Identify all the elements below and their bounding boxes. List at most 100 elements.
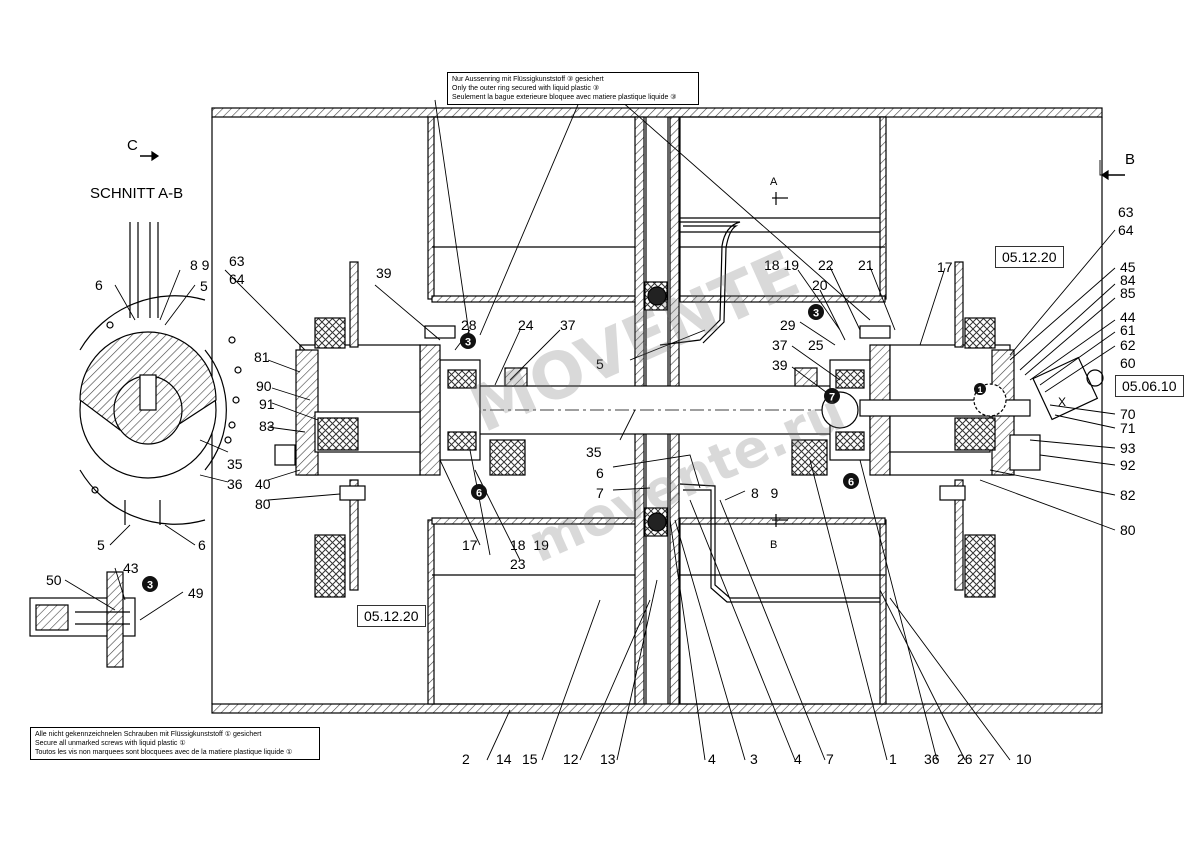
- note-screws: Alle nicht gekennzeichnelen Schrauben mi…: [30, 727, 320, 760]
- part-label: 1: [889, 751, 897, 767]
- marker-seven-right: 7: [824, 388, 840, 404]
- part-label: 7: [826, 751, 834, 767]
- left-flange: [299, 344, 421, 476]
- part-label: 4: [708, 751, 716, 767]
- frame-bottom-bar: [211, 703, 1103, 714]
- part-label: 40: [255, 476, 271, 492]
- note-line-en: Secure all unmarked screws with liquid p…: [35, 740, 186, 747]
- part-label: 25: [808, 337, 824, 353]
- left-wheel-lower: [314, 534, 346, 598]
- part-label: 24: [518, 317, 534, 333]
- part-label: 35: [586, 444, 602, 460]
- part-label: 45: [1120, 259, 1136, 275]
- part-label: 70: [1120, 406, 1136, 422]
- part-label: 7: [596, 485, 604, 501]
- part-label: 60: [1120, 355, 1136, 371]
- part-label: 18 19: [510, 537, 549, 553]
- part-label: 36: [227, 476, 243, 492]
- part-label: 14: [496, 751, 512, 767]
- marker-text: 3: [465, 337, 471, 349]
- part-label: 80: [1120, 522, 1136, 538]
- marker-three-upper-left: 3: [460, 333, 476, 349]
- part-label: 80: [255, 496, 271, 512]
- left-wheel-upper: [314, 317, 346, 349]
- view-c-label: C: [127, 137, 138, 154]
- part-label: 62: [1120, 337, 1136, 353]
- part-label: 39: [772, 357, 788, 373]
- marker-three-upper-right: 3: [808, 304, 824, 320]
- part-label: 82: [1120, 487, 1136, 503]
- marker-six-right: 6: [843, 473, 859, 489]
- part-label: 29: [780, 317, 796, 333]
- part-label: 23: [510, 556, 526, 572]
- note-line-de: Nur Aussenring mit Flüssigkunststoff ③ g…: [452, 76, 604, 83]
- marker-text: 6: [476, 488, 482, 500]
- part-label: 61: [1120, 322, 1136, 338]
- section-a-b-view: [79, 222, 242, 525]
- date-box-left: 05.12.20: [357, 605, 426, 627]
- marker-text: 1: [977, 385, 982, 395]
- part-label: 2: [462, 751, 470, 767]
- part-label: 63 64: [229, 253, 245, 287]
- marker-three-detail: 3: [142, 576, 158, 592]
- part-label: 15: [522, 751, 538, 767]
- part-label: 44: [1120, 309, 1136, 325]
- part-label: 71: [1120, 420, 1136, 436]
- part-label: 39: [376, 265, 392, 281]
- part-label: 91: [259, 396, 275, 412]
- part-label: 8 9: [190, 257, 210, 273]
- frame-top-bar: [211, 107, 1103, 118]
- right-wheel-upper: [964, 317, 996, 349]
- part-label: 6: [95, 277, 103, 293]
- part-label: 81: [254, 349, 270, 365]
- part-label: 4: [794, 751, 802, 767]
- part-label: 22: [818, 257, 834, 273]
- part-label: 3: [750, 751, 758, 767]
- part-label: 28: [461, 317, 477, 333]
- part-label: 8 9: [751, 485, 779, 501]
- cut-b-label: B: [770, 539, 778, 551]
- part-label: 83: [259, 418, 275, 434]
- part-label: 85: [1120, 285, 1136, 301]
- part-label: 27: [979, 751, 995, 767]
- part-label: 50: [46, 572, 62, 588]
- part-label: 37: [560, 317, 576, 333]
- section-title: SCHNITT A-B: [90, 185, 184, 202]
- note-line-en: Only the outer ring secured with liquid …: [452, 85, 600, 92]
- part-label: 5: [97, 537, 105, 553]
- part-label: 10: [1016, 751, 1032, 767]
- note-outer-ring: Nur Aussenring mit Flüssigkunststoff ③ g…: [447, 72, 699, 105]
- note-line-fr: Seulement la bague exterieure bloquee av…: [452, 94, 677, 101]
- part-label: 36: [924, 751, 940, 767]
- part-label: 6: [596, 465, 604, 481]
- view-b-label: B: [1125, 151, 1136, 168]
- part-label: 35: [227, 456, 243, 472]
- part-label: 17: [462, 537, 478, 553]
- part-label: 84: [1120, 272, 1136, 288]
- part-label: 20: [812, 277, 828, 293]
- part-label: 93: [1120, 440, 1136, 456]
- part-label: 37: [772, 337, 788, 353]
- part-label: 5: [596, 356, 604, 372]
- part-label: 17: [937, 259, 953, 275]
- part-label: 49: [188, 585, 204, 601]
- part-label: 43: [123, 560, 139, 576]
- part-label: 18 19: [764, 257, 800, 273]
- cut-a-label: A: [770, 176, 778, 188]
- part-label: 26: [957, 751, 973, 767]
- part-label: 5: [200, 278, 208, 294]
- part-label: 90: [256, 378, 272, 394]
- marker-six-left: 6: [471, 484, 487, 500]
- date-box-right-mid: 05.06.10: [1115, 375, 1184, 397]
- date-box-right-top: 05.12.20: [995, 246, 1064, 268]
- marker-text: 6: [848, 477, 854, 489]
- part-label: 92: [1120, 457, 1136, 473]
- note-line-de: Alle nicht gekennzeichnelen Schrauben mi…: [35, 731, 262, 738]
- part-label: 63 64: [1118, 204, 1134, 238]
- note-line-fr: Toutos les vis non marquees sont blocque…: [35, 749, 293, 756]
- right-wheel-lower: [964, 534, 996, 598]
- detail-x-label: X: [1058, 395, 1067, 409]
- marker-text: 3: [813, 308, 819, 320]
- marker-one-right: 1: [974, 383, 986, 395]
